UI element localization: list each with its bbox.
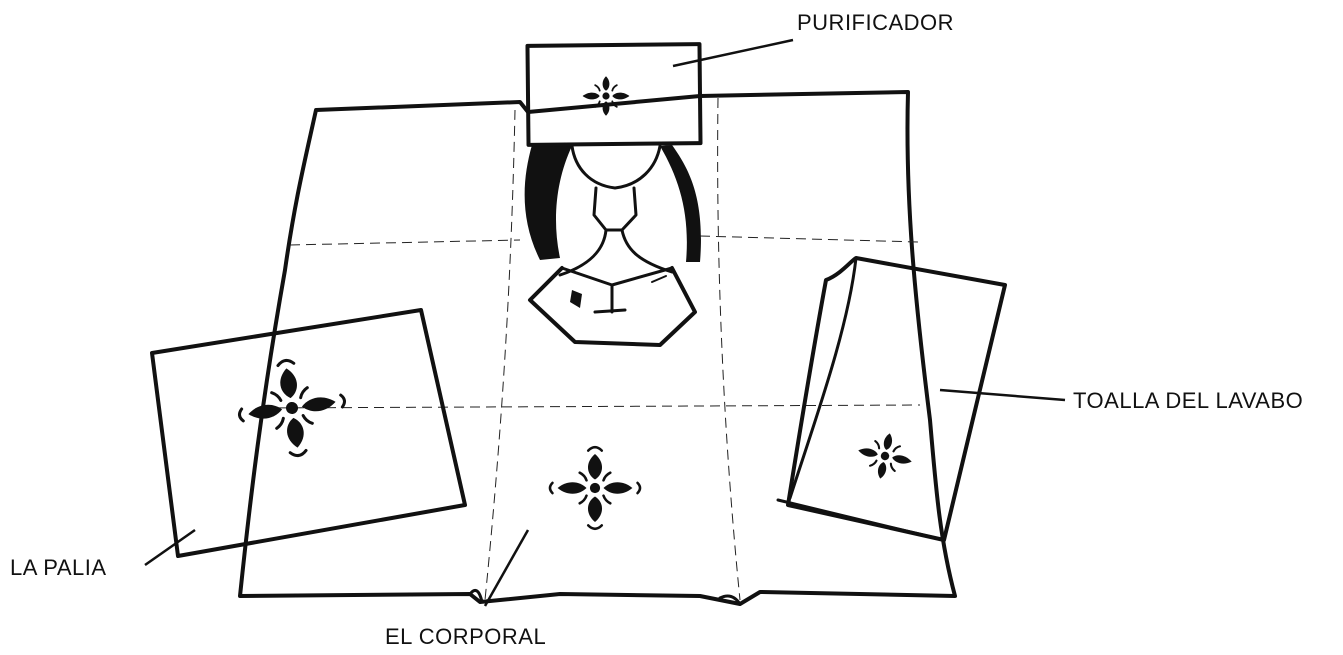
purificador-cloth bbox=[527, 44, 700, 145]
leader-toalla bbox=[940, 390, 1065, 400]
label-purificador: PURIFICADOR bbox=[797, 12, 954, 34]
label-la-palia: LA PALIA bbox=[10, 557, 107, 579]
chalice bbox=[525, 145, 701, 345]
label-toalla-del-lavabo: TOALLA DEL LAVABO bbox=[1073, 390, 1303, 412]
leader-palia bbox=[145, 530, 195, 565]
leader-lines bbox=[145, 40, 1065, 606]
label-el-corporal: EL CORPORAL bbox=[385, 626, 546, 648]
palia-card bbox=[152, 310, 465, 556]
toalla-towel bbox=[778, 258, 1005, 540]
leader-corporal bbox=[485, 530, 528, 606]
